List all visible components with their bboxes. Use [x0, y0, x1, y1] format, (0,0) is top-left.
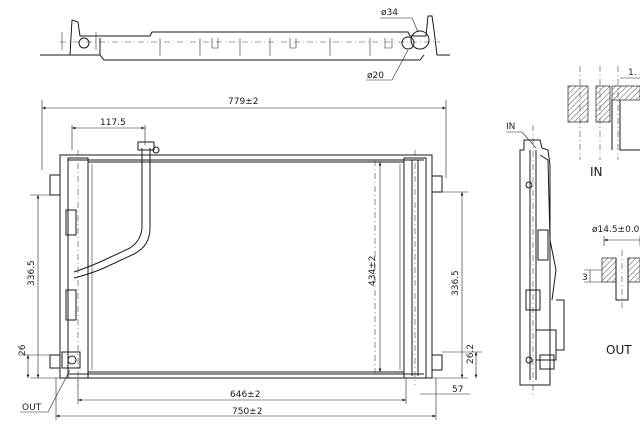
- dim-overall-width: 779±2: [228, 97, 258, 107]
- detail-in: 1. IN: [567, 66, 640, 179]
- dim-d34: ø34: [381, 8, 398, 18]
- dim-right-height: 336.5: [451, 270, 461, 296]
- dim-mid-width: 750±2: [232, 407, 262, 417]
- dim-right-foot: 57: [452, 385, 463, 395]
- dim-left-bottom: 26: [18, 344, 28, 356]
- condenser-core: [87, 161, 405, 373]
- side-view: IN: [506, 122, 565, 395]
- detail-out-small-dim: 3: [582, 273, 588, 283]
- side-label-in: IN: [506, 122, 515, 132]
- detail-label-out: OUT: [606, 343, 632, 357]
- dim-d20: ø20: [367, 71, 384, 81]
- fitting-right: [401, 36, 415, 50]
- detail-label-in: IN: [590, 165, 603, 179]
- fitting-left: [78, 37, 90, 49]
- dim-core-width: 646±2: [230, 390, 260, 400]
- pipe-d34: [410, 30, 430, 50]
- outlet-fitting: [67, 355, 77, 365]
- detail-out: ø14.5±0.0 3 OUT: [582, 225, 640, 357]
- dim-left-height: 336.5: [27, 260, 37, 286]
- front-view: 779±2 117.5 434±2: [18, 97, 482, 420]
- dim-core-height: 434±2: [368, 256, 378, 286]
- detail-in-dim: 1.: [628, 68, 637, 78]
- top-view: ø34 ø20: [40, 8, 450, 81]
- dim-inlet-offset: 117.5: [100, 118, 126, 128]
- right-tank: [403, 157, 427, 379]
- label-out: OUT: [22, 403, 42, 413]
- detail-out-dim: ø14.5±0.0: [592, 225, 640, 235]
- dim-right-bottom: 26.2: [466, 344, 476, 364]
